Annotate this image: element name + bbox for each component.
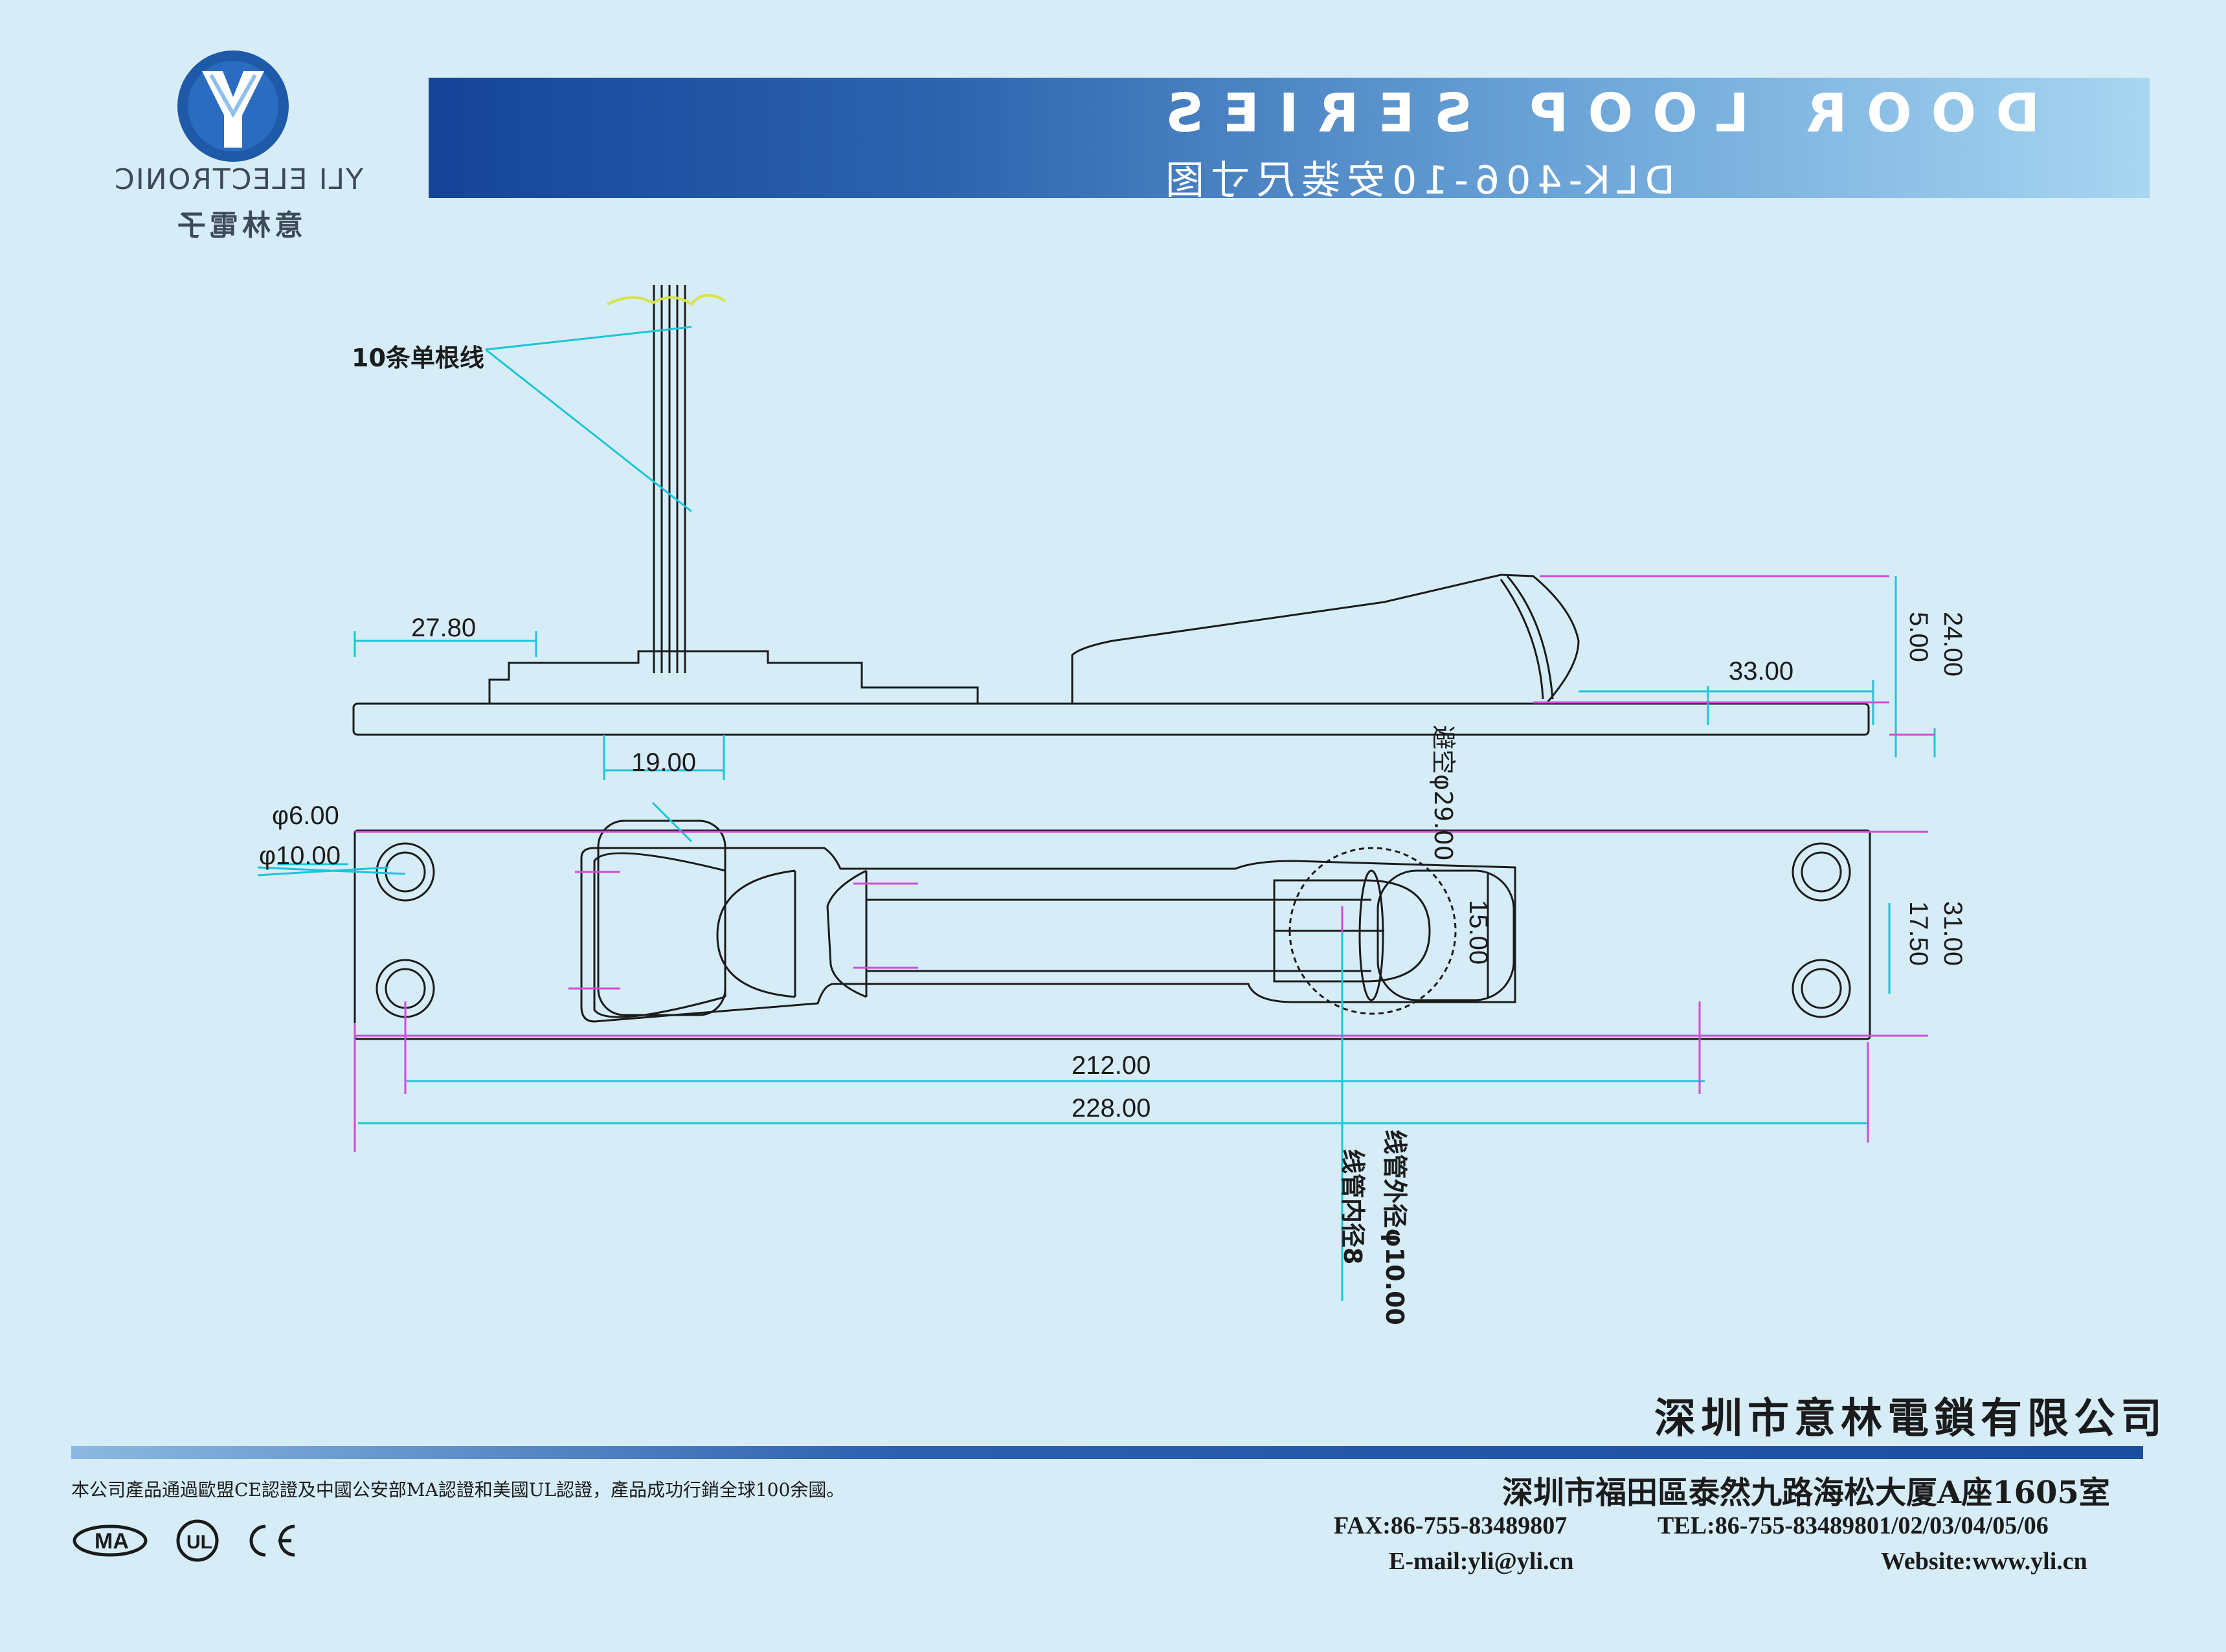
ul-cert-icon bbox=[176, 1519, 219, 1562]
dim-31-00: 31.00 bbox=[1939, 901, 1967, 966]
dim-phi-10: φ10.00 bbox=[259, 842, 341, 870]
clearance-label: 避空φ29.00 bbox=[1429, 725, 1457, 861]
footer-divider bbox=[71, 1446, 2143, 1459]
cert-logos: MA UL bbox=[73, 1519, 295, 1562]
plan-plate bbox=[354, 829, 1871, 1040]
tube-od-label: 线管外径φ10.00 bbox=[1380, 1130, 1409, 1325]
side-handle bbox=[1071, 574, 1580, 704]
yli-y-logo-icon bbox=[177, 50, 289, 162]
ma-cert-icon bbox=[73, 1524, 148, 1557]
dim-228-00: 228.00 bbox=[1072, 1094, 1151, 1122]
ul-cert-text: UL bbox=[186, 1532, 212, 1553]
tube-id-label: 线管内径8 bbox=[1338, 1149, 1367, 1265]
company-address: 深圳市福田區泰然九路海松大厦A座1605室 bbox=[1502, 1475, 2110, 1511]
contact-email: E-mail:yli@yli.cn bbox=[1389, 1548, 1574, 1575]
side-top-profile bbox=[488, 650, 979, 704]
wire-bundle bbox=[653, 285, 686, 673]
certification-note: 本公司產品通過歐盟CE認證及中國公安部MA認證和美國UL認證，產品成功行銷全球1… bbox=[71, 1479, 845, 1501]
dim-24-00: 24.00 bbox=[1939, 612, 1967, 677]
wire-count-label: 10条单根线 bbox=[352, 344, 484, 372]
contact-website: Website:www.yli.cn bbox=[1881, 1548, 2087, 1575]
dim-phi-6: φ6.00 bbox=[272, 801, 339, 830]
mount-hole bbox=[1792, 842, 1851, 902]
dim-212-00: 212.00 bbox=[1072, 1051, 1151, 1080]
plan-loop-body bbox=[580, 847, 1516, 1023]
dim-27-80: 27.80 bbox=[411, 614, 477, 642]
dim-15-00: 15.00 bbox=[1464, 900, 1492, 965]
ma-cert-text: MA bbox=[95, 1529, 129, 1554]
ce-cert-icon bbox=[249, 1524, 295, 1557]
dim-17-50: 17.50 bbox=[1904, 901, 1933, 966]
contact-fax: FAX:86-755-83489807 bbox=[1334, 1512, 1568, 1539]
company-name: 深圳市意林電鎖有限公司 bbox=[1654, 1394, 2167, 1443]
side-base-plate bbox=[352, 702, 1870, 736]
dim-33-00: 33.00 bbox=[1729, 657, 1794, 686]
dim-5-00: 5.00 bbox=[1904, 612, 1933, 662]
dim-19-00: 19.00 bbox=[631, 748, 697, 777]
contact-tel: TEL:86-755-83489801/02/03/04/05/06 bbox=[1658, 1512, 2049, 1539]
mount-hole bbox=[1792, 959, 1851, 1018]
